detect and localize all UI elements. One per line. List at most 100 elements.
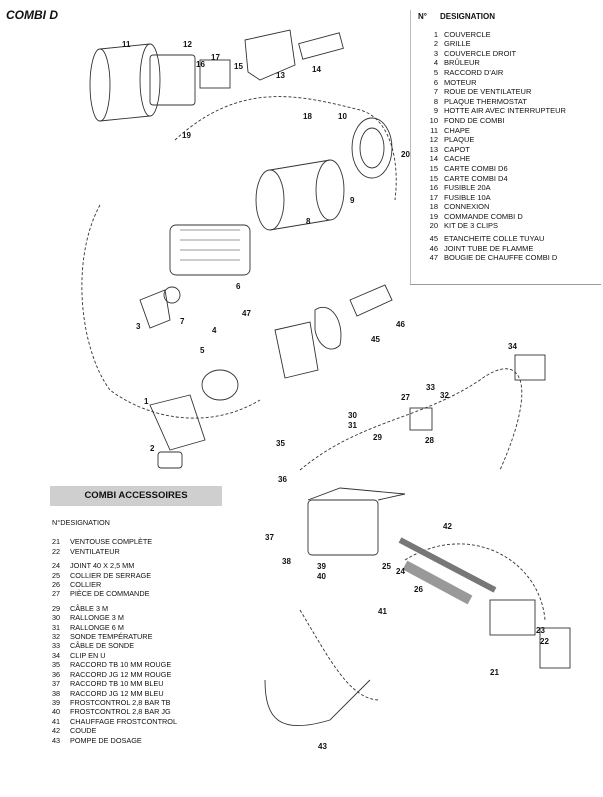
callout-5: 5 [200, 346, 205, 355]
item-number: 6 [433, 77, 438, 87]
item-label: SONDE TEMPÉRATURE [70, 632, 153, 642]
item-label: RALLONGE 6 M [70, 622, 124, 632]
callout-38: 38 [282, 557, 291, 566]
item-label: ETANCHEITE COLLE TUYAU [444, 234, 545, 244]
item-label: HOTTE AIR AVEC INTERRUPTEUR [444, 106, 566, 116]
item-label: COUVERCLE [444, 29, 491, 39]
legend-header: N°DESIGNATION [418, 12, 495, 21]
item-number: 29 [52, 603, 61, 613]
callout-2: 2 [150, 444, 155, 453]
item-number: 34 [52, 650, 61, 660]
item-label: CHAUFFAGE FROSTCONTROL [70, 716, 178, 726]
callout-13: 13 [276, 71, 285, 80]
callout-45: 45 [371, 335, 380, 344]
legend-item: 43 POMPE DE DOSAGE [52, 736, 242, 745]
item-number: 41 [52, 716, 61, 726]
callout-43: 43 [318, 742, 327, 751]
item-number: 35 [52, 660, 61, 670]
legend-item: 18 CONNEXION [418, 202, 601, 212]
item-number: 15 [429, 173, 438, 183]
legend-item: 30 RALLONGE 3 M [52, 613, 242, 622]
item-label: FUSIBLE 10A [444, 192, 491, 202]
item-number: 20 [429, 221, 438, 231]
item-number: 31 [52, 622, 61, 632]
item-label: BRÛLEUR [444, 58, 480, 68]
item-label: POMPE DE DOSAGE [70, 735, 142, 745]
item-label: PIÈCE DE COMMANDE [70, 589, 150, 599]
air-duct [402, 560, 473, 605]
legend-item: 14 CACHE [418, 154, 601, 164]
legend-item: 29 CÂBLE 3 M [52, 604, 242, 613]
callout-6: 6 [236, 282, 241, 291]
item-label: COUDE [70, 726, 97, 736]
item-label: KIT DE 3 CLIPS [444, 221, 499, 231]
item-number: 45 [429, 234, 438, 244]
item-label: RACCORD D'AIR [444, 67, 504, 77]
item-number: 30 [52, 613, 61, 623]
item-label: CACHE [444, 154, 471, 164]
legend-item: 13 CAPOT [418, 145, 601, 155]
callout-34: 34 [508, 342, 517, 351]
ventilateur-part [539, 627, 571, 669]
item-label: PLAQUE THERMOSTAT [444, 96, 527, 106]
item-number: 33 [52, 641, 61, 651]
item-number: 18 [429, 202, 438, 212]
legend-item: 46 JOINT TUBE DE FLAMME [418, 244, 601, 254]
item-number: 7 [433, 87, 438, 97]
item-label: CAPOT [444, 144, 470, 154]
item-number: 43 [52, 735, 61, 745]
legend-item: 17 FUSIBLE 10A [418, 193, 601, 203]
item-number: 46 [429, 243, 438, 253]
callout-31: 31 [348, 421, 357, 430]
callout-18: 18 [303, 112, 312, 121]
item-number: 17 [429, 192, 438, 202]
item-label: JOINT TUBE DE FLAMME [444, 243, 534, 253]
item-label: RALLONGE 3 M [70, 613, 124, 623]
item-label: JOINT 40 X 2,5 MM [70, 561, 135, 571]
item-number: 42 [52, 726, 61, 736]
fuse-board-part [199, 59, 231, 89]
legend-item: 41 CHAUFFAGE FROSTCONTROL [52, 717, 242, 726]
duct-leader-line [404, 543, 546, 621]
callout-4: 4 [212, 326, 217, 335]
item-number: 16 [429, 183, 438, 193]
callout-3: 3 [136, 322, 141, 331]
item-label: PLAQUE [444, 135, 475, 145]
callout-27: 27 [401, 393, 410, 402]
item-number: 19 [429, 211, 438, 221]
diagram-title: COMBI D [6, 8, 58, 22]
item-number: 15 [429, 163, 438, 173]
callout-28: 28 [425, 436, 434, 445]
air-fitting-part [201, 369, 239, 401]
item-label: CÂBLE 3 M [70, 603, 109, 613]
item-label: VENTOUSE COMPLÈTE [70, 537, 153, 547]
callout-40: 40 [317, 572, 326, 581]
item-number: 14 [429, 154, 438, 164]
fond-combi-part [351, 117, 393, 179]
callout-30: 30 [348, 411, 357, 420]
legend-item: 45 ETANCHEITE COLLE TUYAU [418, 234, 601, 244]
callout-33: 33 [426, 383, 435, 392]
item-number: 11 [430, 125, 438, 135]
item-number: 5 [433, 67, 438, 77]
callout-12: 12 [183, 40, 192, 49]
item-label: ROUE DE VENTILATEUR [444, 87, 532, 97]
item-number: 37 [52, 679, 61, 689]
item-label: CONNEXION [444, 202, 490, 212]
item-number: 8 [433, 96, 438, 106]
callout-9: 9 [350, 196, 355, 205]
item-number: 21 [52, 537, 61, 547]
callout-35: 35 [276, 439, 285, 448]
item-number: 13 [429, 144, 438, 154]
cable-leader-line [174, 96, 397, 201]
item-number: 24 [52, 561, 61, 571]
